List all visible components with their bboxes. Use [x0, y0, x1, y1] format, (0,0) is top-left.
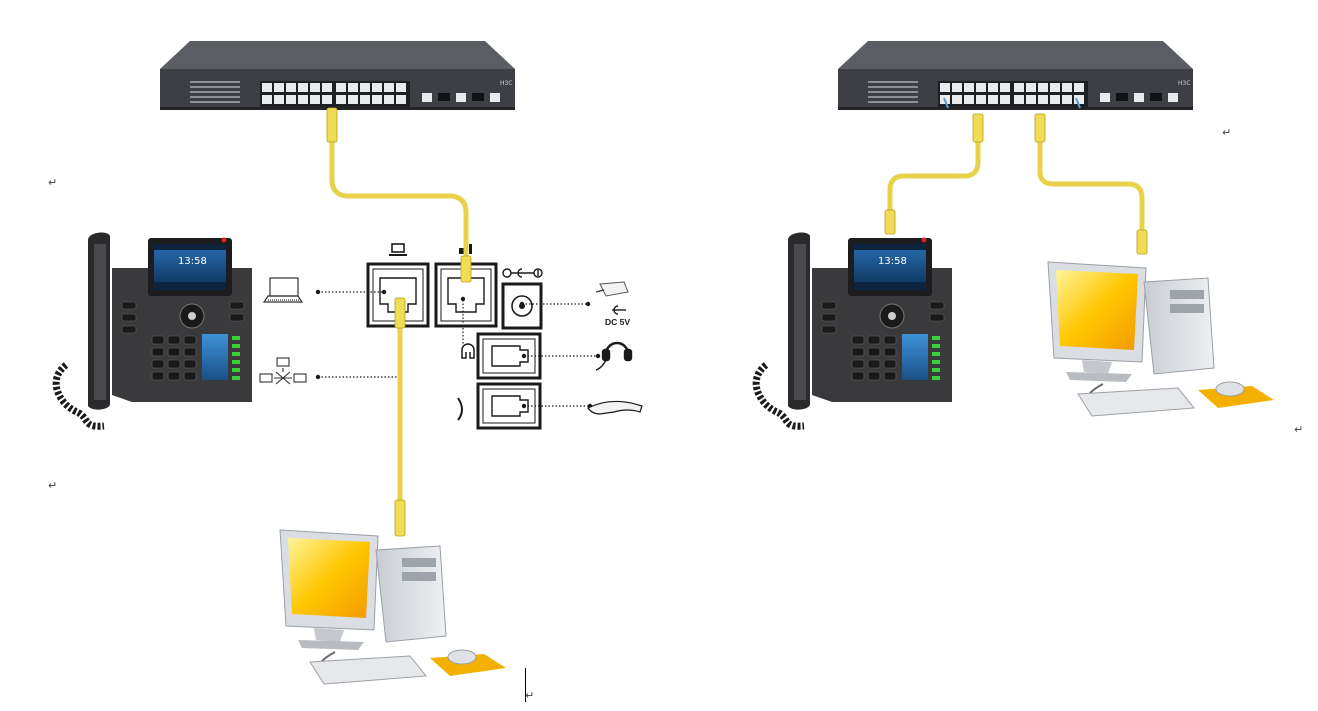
text-cursor: [525, 668, 526, 702]
dc-polarity-icon: [502, 268, 543, 278]
desktop-computer-right: [1047, 261, 1275, 417]
phone-screen-time: 13:58: [178, 256, 207, 267]
headset-port-icon: [461, 343, 475, 359]
power-adapter-icon: [595, 281, 629, 297]
network-pcs-icon: [259, 357, 307, 385]
headset-icon: [595, 341, 633, 371]
ethernet-cable: [887, 137, 1145, 239]
dc-symbol-icon: [612, 305, 626, 315]
lan-icon: [459, 244, 472, 254]
phone-screen-time: 13:58: [878, 256, 907, 267]
network-switch-right: [838, 41, 1193, 110]
switch-brand-label: H3C: [1178, 80, 1191, 87]
handset-icon: [587, 400, 643, 415]
rj45-connector: [884, 113, 1148, 255]
handset-port-icon: [457, 397, 463, 421]
ip-phone-left: [56, 233, 252, 427]
paragraph-mark: ↵: [48, 479, 58, 492]
laptop-icon: [262, 277, 304, 303]
switch-brand-label: H3C: [500, 80, 513, 87]
network-switch-left: [160, 41, 515, 110]
dc-power-port: [511, 295, 533, 317]
paragraph-mark: ↵: [1294, 423, 1304, 436]
paragraph-mark: ↵: [1222, 126, 1232, 139]
paragraph-mark: ↵: [48, 176, 58, 189]
rj45-connector: [326, 107, 472, 537]
dc-voltage-label: DC 5V: [605, 317, 630, 327]
desktop-computer-left: [279, 529, 507, 685]
paragraph-mark: ↵: [525, 689, 535, 702]
port-panel: [366, 262, 543, 430]
ip-phone-right: [756, 233, 952, 427]
ethernet-cable: [329, 137, 469, 508]
pc-icon: [389, 243, 407, 256]
